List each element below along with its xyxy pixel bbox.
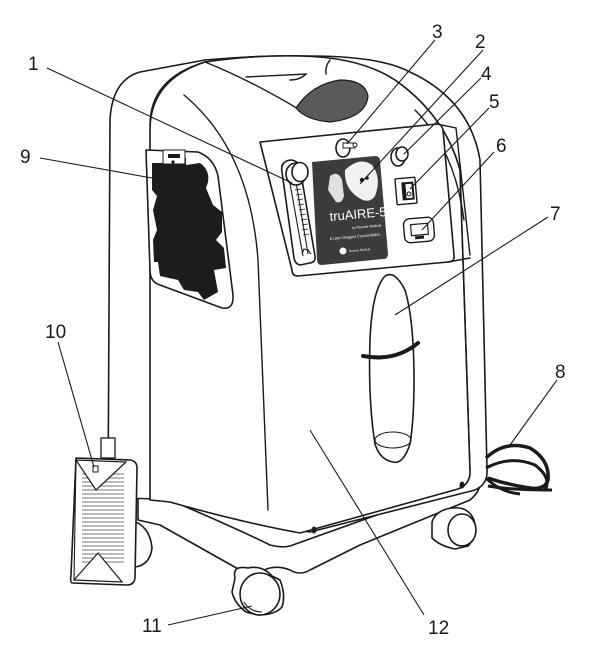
base-frame	[127, 469, 482, 616]
humidifier-bottle-holder	[361, 273, 420, 464]
leader-5	[409, 107, 490, 190]
callout-10: 10	[45, 322, 66, 343]
callout-1: 1	[28, 54, 39, 75]
callout-9: 9	[20, 147, 31, 168]
leader-2	[359, 49, 484, 185]
leader-7	[394, 216, 549, 316]
leader-4	[403, 77, 482, 155]
callout-8: 8	[555, 362, 566, 383]
caster-wheel-rear	[431, 506, 477, 550]
power-cord	[484, 443, 553, 496]
leader-8	[509, 379, 558, 446]
leader-1	[46, 67, 293, 184]
callout-11: 11	[142, 616, 162, 637]
leader-11	[167, 605, 253, 626]
brand-text: truAIRE-5	[329, 204, 387, 224]
callout-7: 7	[550, 204, 561, 225]
callout-6: 6	[496, 136, 507, 157]
cabinet-filter	[145, 149, 234, 310]
caster-wheel-front	[231, 566, 285, 616]
leader-9	[39, 157, 153, 179]
callout-4: 4	[481, 64, 492, 85]
leader-6	[421, 151, 495, 231]
callout-numbers: 1 2 3 4 5 6 7 8 9 10 11 12	[20, 22, 566, 639]
leader-10	[57, 341, 95, 468]
leader-3	[346, 39, 436, 145]
handle-recess	[295, 79, 369, 123]
flowmeter	[280, 159, 316, 266]
power-switch	[394, 176, 418, 206]
inlet-filter	[69, 437, 138, 586]
screw-dot	[459, 481, 465, 489]
circuit-breaker	[390, 146, 409, 167]
badge-text: Roscoe Medical	[349, 247, 371, 253]
callout-2: 2	[475, 32, 486, 53]
device-label-panel: truAIRE-5 by Roscoe Medical 5 Liter Oxyg…	[312, 156, 388, 265]
oxygen-outlet	[335, 138, 358, 158]
screw-dot	[311, 526, 317, 534]
subtitle-text: 5 Liter Oxygen Concentrator	[330, 232, 381, 241]
callout-12: 12	[428, 618, 449, 639]
byline-text: by Roscoe Medical	[352, 223, 382, 230]
leader-12	[309, 429, 425, 616]
hour-meter-display	[402, 216, 436, 244]
leader-lines	[39, 39, 558, 626]
control-panel: truAIRE-5 by Roscoe Medical 5 Liter Oxyg…	[259, 123, 471, 277]
callout-5: 5	[489, 92, 500, 113]
callout-3: 3	[432, 22, 443, 43]
filter-foam	[152, 158, 226, 300]
